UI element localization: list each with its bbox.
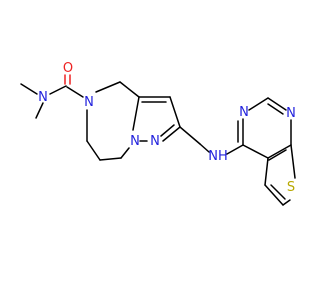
bond-n3-c2 — [248, 97, 269, 111]
atom-pyrazole-n2: N — [150, 134, 160, 149]
atom-amide-nitrogen: N — [38, 90, 48, 105]
bond-c2-n1-double — [267, 103, 284, 115]
bond-c6-c7 — [86, 140, 101, 161]
atom-labels: O N N N N NH N N S — [38, 61, 296, 195]
atom-pyrimidine-n3: N — [239, 105, 249, 120]
atom-pyrazole-n1: N — [130, 134, 140, 149]
bond-c7-c8 — [99, 157, 122, 161]
bond-c6-s — [282, 199, 291, 206]
bond-c3-c2 — [169, 96, 181, 128]
bonds — [20, 74, 296, 206]
bond-ch2-nh — [199, 143, 210, 153]
bond-c3a-npz1 — [132, 96, 140, 131]
bond-nh-c4 — [226, 144, 244, 155]
bond-c2-n1 — [267, 97, 287, 111]
bond-c8-npz1 — [120, 147, 130, 159]
bond-c2-npz2 — [162, 126, 181, 142]
bond-ch2-c3a — [119, 81, 140, 98]
bond-n-methyl2 — [35, 102, 44, 119]
bond-c5-c6 — [264, 184, 284, 206]
bond-c5-c6-double — [270, 184, 286, 200]
bond-s-c7a — [290, 144, 296, 179]
bond-c7a-c4a-double — [268, 149, 287, 161]
molecule-canvas: O N N N N NH N N S — [20, 61, 296, 206]
bond-c7a-c4a — [267, 144, 292, 159]
atom-sulfur: S — [287, 180, 295, 195]
bond-c2-npz2-double — [160, 124, 175, 137]
atom-pyrimidine-n1: N — [286, 106, 296, 121]
bond-nring-ch2 — [95, 81, 121, 93]
bond-c4a-c5 — [264, 157, 269, 186]
bond-methyl1-n — [20, 83, 38, 95]
atom-amine-nh: NH — [208, 149, 228, 164]
bond-c4a-c4 — [242, 144, 269, 159]
bond-n-carbonyl — [49, 85, 67, 95]
molecule-structure: O N N N N NH N N S — [20, 61, 296, 206]
atom-oxygen: O — [63, 61, 73, 76]
bond-c2-ch2 — [179, 126, 201, 145]
bond-carbonyl-nring — [66, 86, 84, 98]
atom-ring-nitrogen: N — [84, 95, 94, 110]
